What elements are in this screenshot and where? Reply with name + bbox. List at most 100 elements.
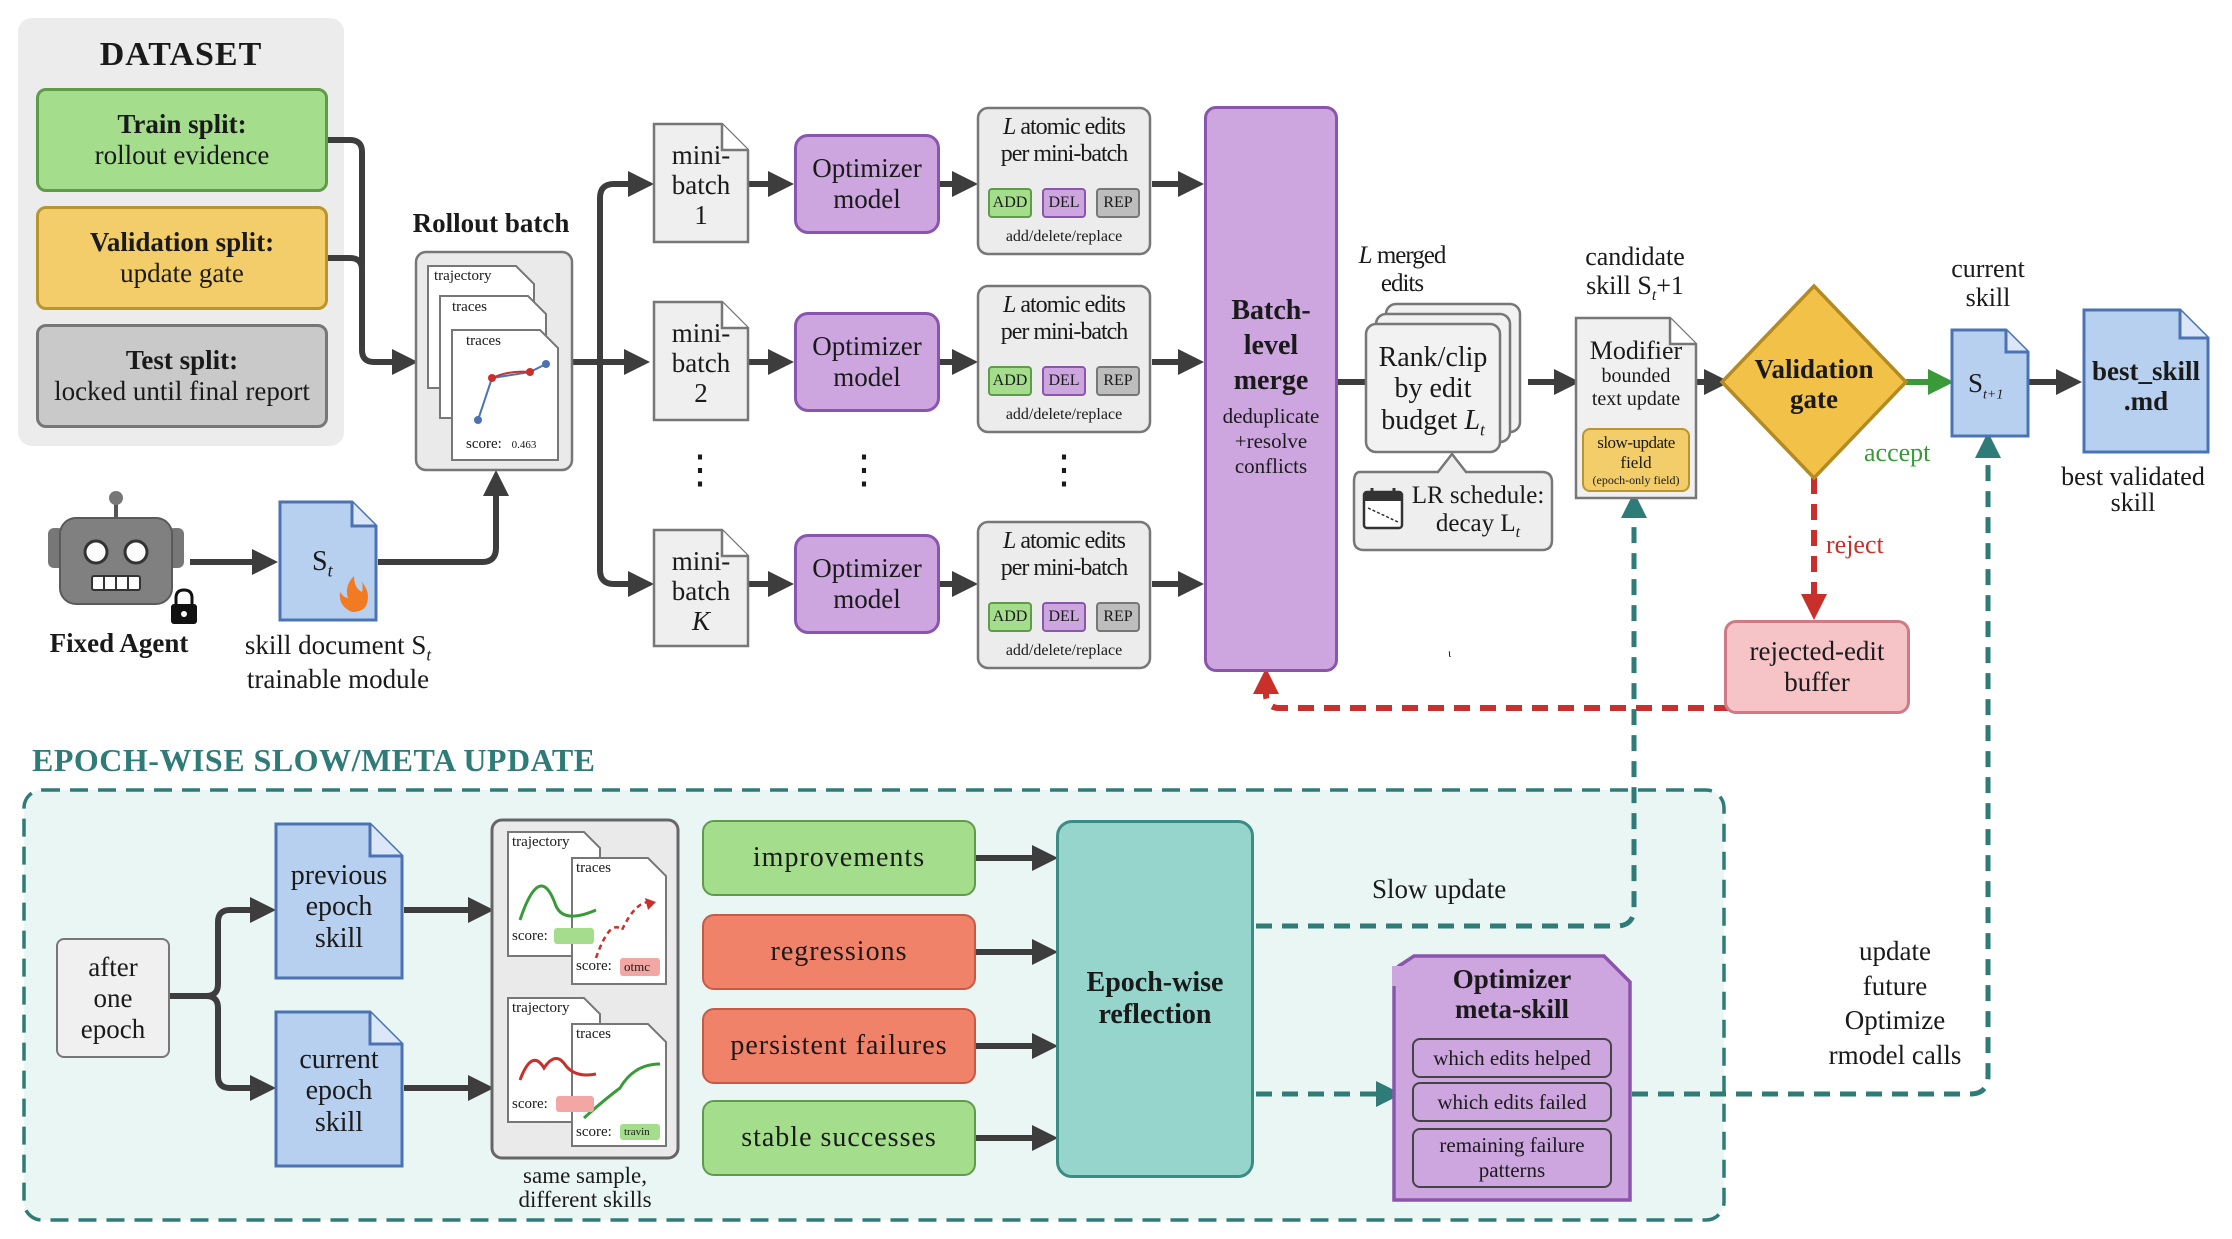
fixed-agent-label: Fixed Agent [49,628,189,658]
skill-doc-symbol: St [312,546,333,582]
skill-doc-caption-line2: trainable module [246,664,430,695]
optimizer-model-k: Optimizer model [794,534,940,634]
meta-title-2: meta-skill [1455,994,1569,1025]
merge-sub-3: conflicts [1234,454,1308,478]
after-one-epoch-box: after one epoch [56,938,170,1058]
slow-update-label: Slow update [1372,874,1507,904]
current-skill-l1: current [1951,254,2025,283]
compare-top-badge: otmc [624,959,650,974]
skill-doc-s: S [312,546,328,577]
accept-label: accept [1864,438,1931,467]
compare-top-score1: score: [512,928,548,944]
rank-l2: by edit [1394,373,1472,405]
merged-edits-label: L merged edits [1340,242,1464,298]
current-epoch-skill: current epoch skill [276,1044,402,1138]
slow-update-field: slow-update field (epoch-only field) [1582,428,1690,492]
rollout-card-traces-1: traces [452,299,487,315]
flame-icon [339,576,368,612]
meta-item-helped: which edits helped [1412,1038,1612,1078]
compare-caption: same sample, different skills [478,1163,692,1213]
lock-icon [171,588,197,624]
edits-2-footer: add/delete/replace [1005,406,1123,423]
merged-edits-line2: edits [1380,270,1424,297]
compare-caption2: different skills [518,1187,652,1213]
optimizer-model-2-l1: Optimizer [812,331,922,361]
edits-2-add-chip: ADD [988,366,1032,396]
current-l1: current [299,1044,379,1075]
update-l3: Optimize [1844,1005,1946,1036]
edits-k-line2: per mini-batch [1000,554,1129,581]
batch-level-merge: Batch- level merge deduplicate +resolve … [1204,106,1338,672]
candidate-l1: candidate [1585,242,1685,271]
compare-bottom-score1: score: [512,1096,548,1112]
rank-l-symbol: L [1464,404,1481,436]
validation-split-box: Validation split: update gate [36,206,328,310]
lr-l2-sub: t [1515,524,1521,541]
after-l1: after [88,951,138,982]
modifier-box: Modifier bounded text update [1576,336,1696,410]
candidate-label: candidate skill St+1 [1560,242,1710,305]
rollout-score: score: 0.463 [466,436,536,453]
edits-k-rest: atomic edits [1015,528,1126,554]
minibatch-1-l2: batch [671,170,731,201]
meta-title-1: Optimizer [1452,964,1572,994]
previous-epoch-skill: previous epoch skill [276,860,402,954]
compare-bottom-trajectory: trajectory [512,1000,570,1016]
slow-l3: (epoch-only field) [1592,472,1680,487]
category-stable-successes: stable successes [702,1100,976,1176]
meta-item-failed: which edits failed [1412,1082,1612,1122]
lr-schedule-callout: LR schedule: decay Lt [1404,482,1552,542]
edits-1-rest: atomic edits [1015,114,1126,140]
edits-1-rep-chip: REP [1096,188,1140,218]
edits-1-footer: add/delete/replace [1005,228,1123,245]
candidate-sub: t [1651,287,1657,305]
compare-bottom-score2: score: [576,1124,612,1140]
skill-doc-caption-sub: t [426,645,432,665]
edits-1-line2: per mini-batch [1000,140,1129,167]
update-l1: update [1859,936,1931,966]
edits-2-l: L [1003,292,1016,318]
current-skill-label: current skill [1926,254,2050,312]
edits-1-del-chip: DEL [1042,188,1086,218]
rank-l-sub: t [1480,420,1485,440]
minibatch-2: mini- batch 2 [654,318,748,409]
rollout-score-label: score: [466,436,502,452]
best-skill-caption2: skill [2110,488,2156,517]
best-skill-caption: best validated skill [2040,464,2226,516]
minibatch-1: mini- batch 1 [654,140,748,231]
edits-2-del-chip: DEL [1042,366,1086,396]
lr-l1: LR schedule: [1411,482,1545,509]
optimizer-model-2: Optimizer model [794,312,940,412]
edits-k-footer: add/delete/replace [1005,642,1123,659]
optimizer-model-1-l1: Optimizer [812,153,922,183]
gate-l2: gate [1790,384,1838,415]
optimizer-model-2-l2: model [833,362,901,392]
reflection-l1: Epoch-wise [1086,967,1224,998]
edits-k-del-chip: DEL [1042,602,1086,632]
merge-title-3: merge [1233,365,1309,396]
document-icon [274,822,404,1168]
gate-l1: Validation [1754,354,1874,384]
validation-gate-label: Validation gate [1722,354,1906,414]
edits-2-rest: atomic edits [1015,292,1126,318]
meta-item-remaining: remaining failure patterns [1412,1128,1612,1188]
ellipsis-edits: ⋮ [1044,447,1084,492]
category-persistent-failures: persistent failures [702,1008,976,1084]
minibatch-1-l1: mini- [671,140,731,170]
minibatch-2-l3: 2 [694,378,708,409]
test-split-box: Test split: locked until final report [36,324,328,428]
epoch-panel [22,788,1726,1222]
update-l2: future [1862,970,1928,1001]
best-skill-l1: best_skill [2091,356,2201,386]
modifier-sub2: text update [1591,387,1681,410]
rejected-l1: rejected-edit [1749,636,1885,666]
rank-l3: budget [1381,404,1465,436]
best-skill-l2: .md [2123,386,2169,417]
update-future-note: update future Optimize rmodel calls [1800,934,1990,1072]
merged-edits-rest: merged [1371,242,1447,269]
best-skill-doc-label: best_skill .md [2084,356,2208,416]
edits-1-title: L atomic edits per mini-batch [978,114,1150,168]
minibatch-k-l2: batch [671,576,731,607]
rollout-title: Rollout batch [412,208,570,238]
